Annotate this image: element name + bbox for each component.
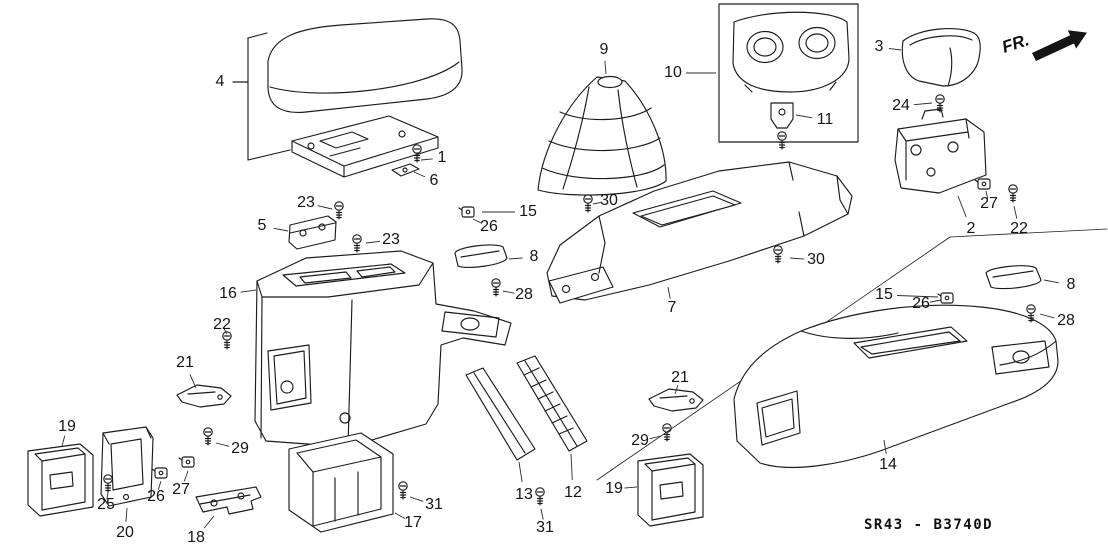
- part-armrest-lid: [267, 18, 463, 113]
- part-bracket-5: [288, 215, 337, 250]
- part-shift-boot: [537, 75, 667, 196]
- part-bracket-2: [894, 108, 987, 194]
- leader-line-8: [1043, 279, 1059, 284]
- leader-line-9: [604, 60, 607, 75]
- leader-line-22: [1013, 205, 1018, 219]
- diagram-code: SR43 - B3740D: [864, 517, 994, 533]
- leader-line-21: [189, 374, 197, 389]
- part-trim-13: [465, 367, 536, 461]
- leader-line-6: [413, 171, 426, 178]
- leader-line-29: [215, 442, 230, 447]
- leader-line-13: [518, 461, 523, 483]
- leader-line-31: [409, 496, 424, 502]
- leader-line-31: [540, 508, 544, 520]
- part-bracket-18: [195, 486, 262, 515]
- leader-line-28: [502, 290, 515, 294]
- part-trim-12: [516, 355, 588, 452]
- part-pocket-17: [288, 432, 394, 533]
- leader-line-27: [985, 190, 989, 199]
- fr-arrow-icon: [1032, 30, 1087, 61]
- leader-line-28: [1039, 313, 1055, 319]
- leader-line-16: [240, 289, 257, 293]
- leader-line-7: [667, 286, 671, 299]
- leader-line-30: [789, 257, 805, 260]
- part-bezel-20: [100, 426, 154, 507]
- part-lid-8b: [985, 265, 1042, 290]
- leader-line-30: [592, 201, 602, 205]
- part-console-right: [733, 304, 1059, 469]
- leader-line-1: [420, 158, 433, 161]
- leader-line-11: [795, 114, 813, 119]
- leader-line-22: [223, 328, 228, 335]
- leader-line-27: [183, 470, 189, 482]
- leader-line-14: [883, 439, 887, 454]
- leader-line-19: [61, 435, 66, 447]
- leader-line-8: [508, 257, 523, 260]
- leader-line-20: [125, 507, 128, 522]
- leader-line-3: [888, 47, 902, 51]
- part-bracket-6: [391, 163, 420, 177]
- leader-line-29: [649, 435, 662, 440]
- leader-line-2: [957, 195, 967, 218]
- leader-line-26: [157, 480, 162, 490]
- part-armrest-base: [291, 115, 439, 178]
- leader-line-21: [674, 385, 679, 395]
- part-console-left: [254, 250, 512, 448]
- leader-line-18: [203, 515, 215, 529]
- leader-line-23: [365, 240, 380, 244]
- leader-line-15: [896, 295, 939, 298]
- leader-line-26: [929, 299, 942, 303]
- leader-line-23: [317, 205, 333, 210]
- part-end-cap-3: [901, 28, 981, 87]
- part-cupholder-assembly: [718, 3, 859, 143]
- part-console-center: [546, 161, 853, 304]
- part-clip-11: [770, 102, 794, 129]
- part-lid-8a: [454, 244, 508, 268]
- leader-line-26: [472, 218, 483, 224]
- leader-line-25: [106, 491, 109, 500]
- leader-line-24: [913, 102, 933, 106]
- callout-4-bracket: [232, 32, 291, 161]
- leader-line-5: [273, 227, 289, 232]
- leader-line-17: [394, 512, 406, 519]
- leader-line-19: [624, 486, 638, 489]
- leader-line-12: [570, 453, 573, 481]
